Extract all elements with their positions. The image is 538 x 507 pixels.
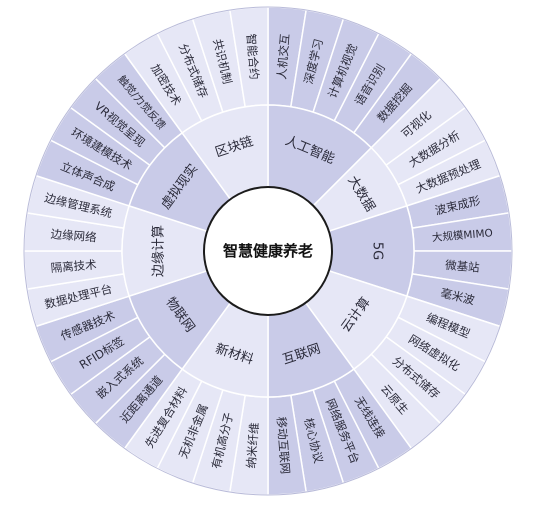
outer-ring: 人机交互深度学习计算机视觉语音识别数据挖掘可视化大数据分析大数据预处理波束成形大… <box>23 6 513 496</box>
sector-label: 5G <box>370 242 385 260</box>
item-label: 智能合约 <box>244 33 262 80</box>
sector-label: 边缘计算 <box>152 225 167 277</box>
outer-border <box>23 6 513 496</box>
item-label: 大规模MIMO <box>431 226 493 244</box>
item-label: 人机交互 <box>275 33 293 80</box>
center-circle <box>203 186 333 316</box>
item-label: 纳米纤维 <box>244 422 262 469</box>
item-label: 边缘网络 <box>50 227 97 245</box>
item-label: 隔离技术 <box>50 257 97 275</box>
center-label: 智慧健康养老 <box>223 242 313 260</box>
item-label: 微基站 <box>445 258 481 275</box>
item-label: 移动互联网 <box>274 416 292 474</box>
